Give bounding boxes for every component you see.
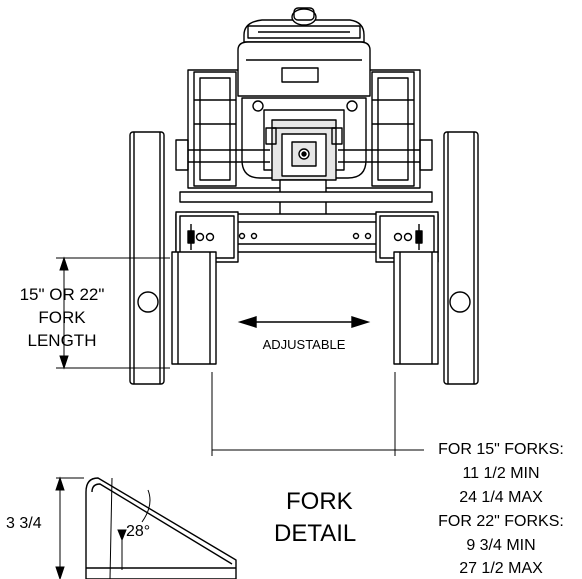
right-wheel: [443, 131, 479, 385]
forks22-max: 27 1/2 MAX: [459, 560, 543, 577]
forks15-min: 11 1/2 MIN: [462, 465, 540, 482]
forks15-max: 24 1/4 MAX: [459, 489, 543, 506]
right-fork: [375, 211, 439, 365]
fork-detail-drawing: [85, 477, 237, 579]
fork-length-line2: FORK: [38, 308, 86, 327]
forks22-title: FOR 22" FORKS:: [438, 513, 564, 530]
machine-body: [175, 41, 433, 189]
adjustable-arrow: [237, 316, 371, 328]
fork-detail-height-dimension: [55, 476, 127, 579]
fork-detail-title-line2: DETAIL: [274, 520, 357, 547]
forks15-title: FOR 15" FORKS:: [438, 441, 564, 458]
fork-detail-angle: 28°: [126, 523, 151, 540]
steering-wheel: [243, 7, 365, 43]
fork-spacing-dimension: [211, 372, 424, 456]
forks22-min: 9 3/4 MIN: [466, 537, 536, 554]
fork-detail-height: 3 3/4: [6, 515, 42, 532]
fork-length-line1: 15" OR 22": [19, 285, 105, 304]
fork-detail-title-line1: FORK: [286, 488, 353, 515]
adjustable-label: ADJUSTABLE: [262, 337, 346, 352]
fork-length-dimension: [56, 256, 170, 370]
left-fork: [171, 211, 239, 365]
fork-length-line3: LENGTH: [27, 331, 97, 350]
